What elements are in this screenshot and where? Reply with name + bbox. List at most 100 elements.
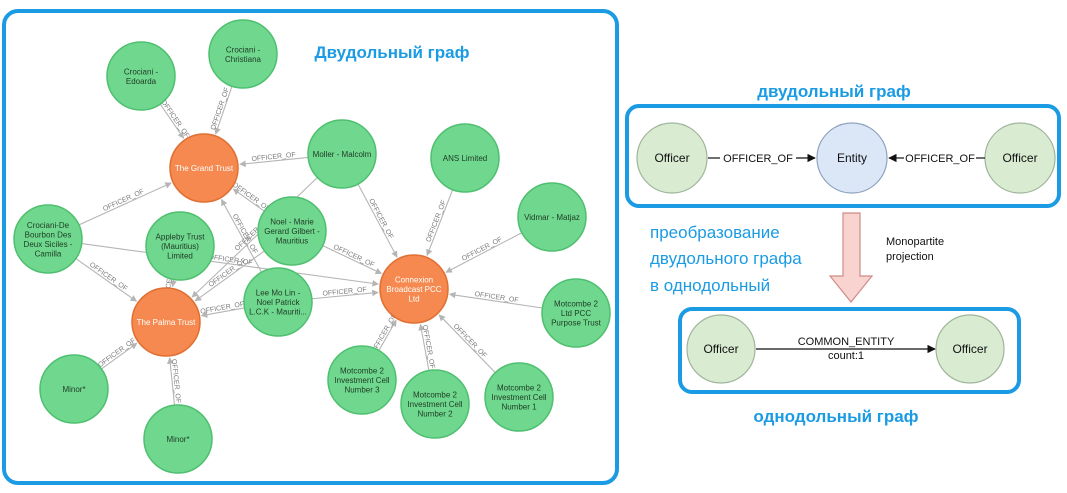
node-circle bbox=[307, 119, 377, 189]
edge-label: OFFICER_OF bbox=[452, 323, 488, 360]
transform-text: преобразование двудольного графа в однод… bbox=[650, 223, 802, 295]
node-minor2[interactable]: Minor* bbox=[143, 404, 213, 474]
edge-label: OFFICER_OF bbox=[210, 87, 231, 131]
node-circle bbox=[243, 267, 313, 337]
edge-minor1-palma_trust bbox=[101, 342, 138, 370]
node-circle bbox=[400, 369, 470, 439]
node-appleby[interactable]: Appleby Trust(Mauritius)Limited bbox=[145, 211, 215, 281]
node-label: Noel Patrick bbox=[256, 298, 300, 307]
edge-label: OFFICER_OF bbox=[322, 287, 367, 298]
node-grand-trust[interactable]: The Grand Trust bbox=[169, 133, 239, 203]
node-circle bbox=[430, 123, 500, 193]
down-arrow-icon bbox=[828, 212, 874, 303]
node-label: Mauritius bbox=[276, 237, 308, 246]
edge-label: OFFICER_OF bbox=[102, 188, 145, 213]
edge-moller-grand_trust bbox=[239, 156, 309, 168]
node-label: Investment Cell bbox=[407, 400, 462, 409]
node-label: Noel - Marie bbox=[270, 218, 314, 227]
node-label: Investment Cell bbox=[491, 393, 546, 402]
bipartite-graph-title: Двудольный граф bbox=[315, 43, 470, 62]
transform-line-2: двудольного графа bbox=[650, 249, 802, 268]
edge-label: OFFICER_OF bbox=[332, 244, 375, 269]
edge-moller-connexion bbox=[357, 183, 398, 258]
edge-label: OFFICER_OF bbox=[88, 261, 128, 292]
edge-lee_mo_lin-connexion bbox=[311, 289, 379, 300]
edge-label: OFFICER_OF bbox=[474, 291, 519, 304]
node-crociani-christiana[interactable]: Crociani -Christiana bbox=[208, 19, 278, 89]
edge-label: OFFICER_OF bbox=[367, 198, 394, 240]
officer-node-b bbox=[935, 314, 1005, 384]
node-label: Crociani - bbox=[226, 45, 261, 54]
edge-right-label: OFFICER_OF bbox=[905, 153, 975, 165]
common-entity-label: COMMON_ENTITY bbox=[798, 336, 895, 348]
node-circle bbox=[13, 204, 83, 274]
node-crociani-edoarda[interactable]: Crociani -Edoarda bbox=[106, 41, 176, 111]
node-circle bbox=[257, 196, 327, 266]
officer-node-b-label: Officer bbox=[952, 342, 987, 356]
edge-motcombe2-connexion bbox=[418, 323, 430, 371]
node-label: Ltd PCC bbox=[561, 309, 591, 318]
edge-lee_mo_lin-palma_trust bbox=[200, 307, 245, 318]
edge-motcombe1-connexion bbox=[438, 314, 496, 374]
node-circle bbox=[131, 287, 201, 357]
edge-noel_marie-connexion bbox=[322, 245, 383, 275]
bipartite-graph-frame bbox=[2, 9, 619, 485]
node-circle bbox=[379, 254, 449, 324]
bipartite-caption: двудольный граф bbox=[757, 82, 911, 101]
entity-node-label: Entity bbox=[837, 151, 867, 165]
node-label: Vidmar - Matjaz bbox=[524, 213, 580, 222]
node-label: Minor* bbox=[62, 385, 85, 394]
edge-label: OFFICER_OF bbox=[97, 337, 137, 369]
edge-minor2-palma_trust bbox=[166, 357, 176, 406]
node-label: Investment Cell bbox=[334, 376, 389, 385]
edge-label: OFFICER_OF bbox=[200, 301, 245, 316]
node-label: Deux Siciles - bbox=[24, 240, 73, 249]
node-label: Bourbon Des bbox=[25, 230, 72, 239]
node-vidmar[interactable]: Vidmar - Matjaz bbox=[517, 182, 587, 252]
projection-line-2: projection bbox=[886, 251, 934, 263]
monopartite-caption: однодольный граф bbox=[753, 407, 918, 426]
node-moller[interactable]: Moller - Malcolm bbox=[307, 119, 377, 189]
node-label: Limited bbox=[167, 252, 193, 261]
node-label: Number 2 bbox=[417, 410, 453, 419]
node-circle bbox=[541, 278, 611, 348]
node-label: (Mauritius) bbox=[161, 242, 199, 251]
projection-line-1: Monopartite bbox=[886, 236, 944, 248]
node-label: Number 1 bbox=[501, 403, 537, 412]
node-minor1[interactable]: Minor* bbox=[39, 354, 109, 424]
edge-crociani_camilla-connexion bbox=[81, 243, 379, 287]
node-label: Purpose Trust bbox=[551, 319, 602, 328]
edge-label: OFFICER_OF bbox=[159, 99, 190, 140]
entity-node bbox=[816, 122, 888, 194]
edge-lee_mo_lin-grand_trust bbox=[220, 198, 263, 273]
node-layer: Crociani -Edoarda Crociani -ChristianaThe… bbox=[13, 19, 611, 474]
node-label: Crociani-De bbox=[27, 221, 70, 230]
officer-node-a bbox=[686, 314, 756, 384]
edge-vidmar-connexion bbox=[445, 232, 523, 273]
node-circle bbox=[106, 41, 176, 111]
node-label: Motcombe 2 bbox=[497, 384, 542, 393]
node-palma-trust[interactable]: The Palma Trust bbox=[131, 287, 201, 357]
edge-crociani_camilla-grand_trust bbox=[78, 182, 172, 226]
edge-appleby-palma_trust bbox=[170, 279, 177, 288]
edge-right-label-bg bbox=[904, 150, 976, 166]
node-circle bbox=[517, 182, 587, 252]
node-label: Camilla bbox=[35, 249, 62, 258]
node-label: The Palma Trust bbox=[137, 318, 196, 327]
node-label: Minor* bbox=[166, 435, 189, 444]
node-ans-limited[interactable]: ANS Limited bbox=[430, 123, 500, 193]
node-circle bbox=[143, 404, 213, 474]
edge-crociani_camilla-palma_trust bbox=[75, 258, 138, 302]
edge-label: OFFICER_OF bbox=[231, 181, 271, 213]
officer-node-right-label: Officer bbox=[1002, 151, 1037, 165]
officer-node-left bbox=[636, 122, 708, 194]
officer-node-left-label: Officer bbox=[654, 151, 689, 165]
